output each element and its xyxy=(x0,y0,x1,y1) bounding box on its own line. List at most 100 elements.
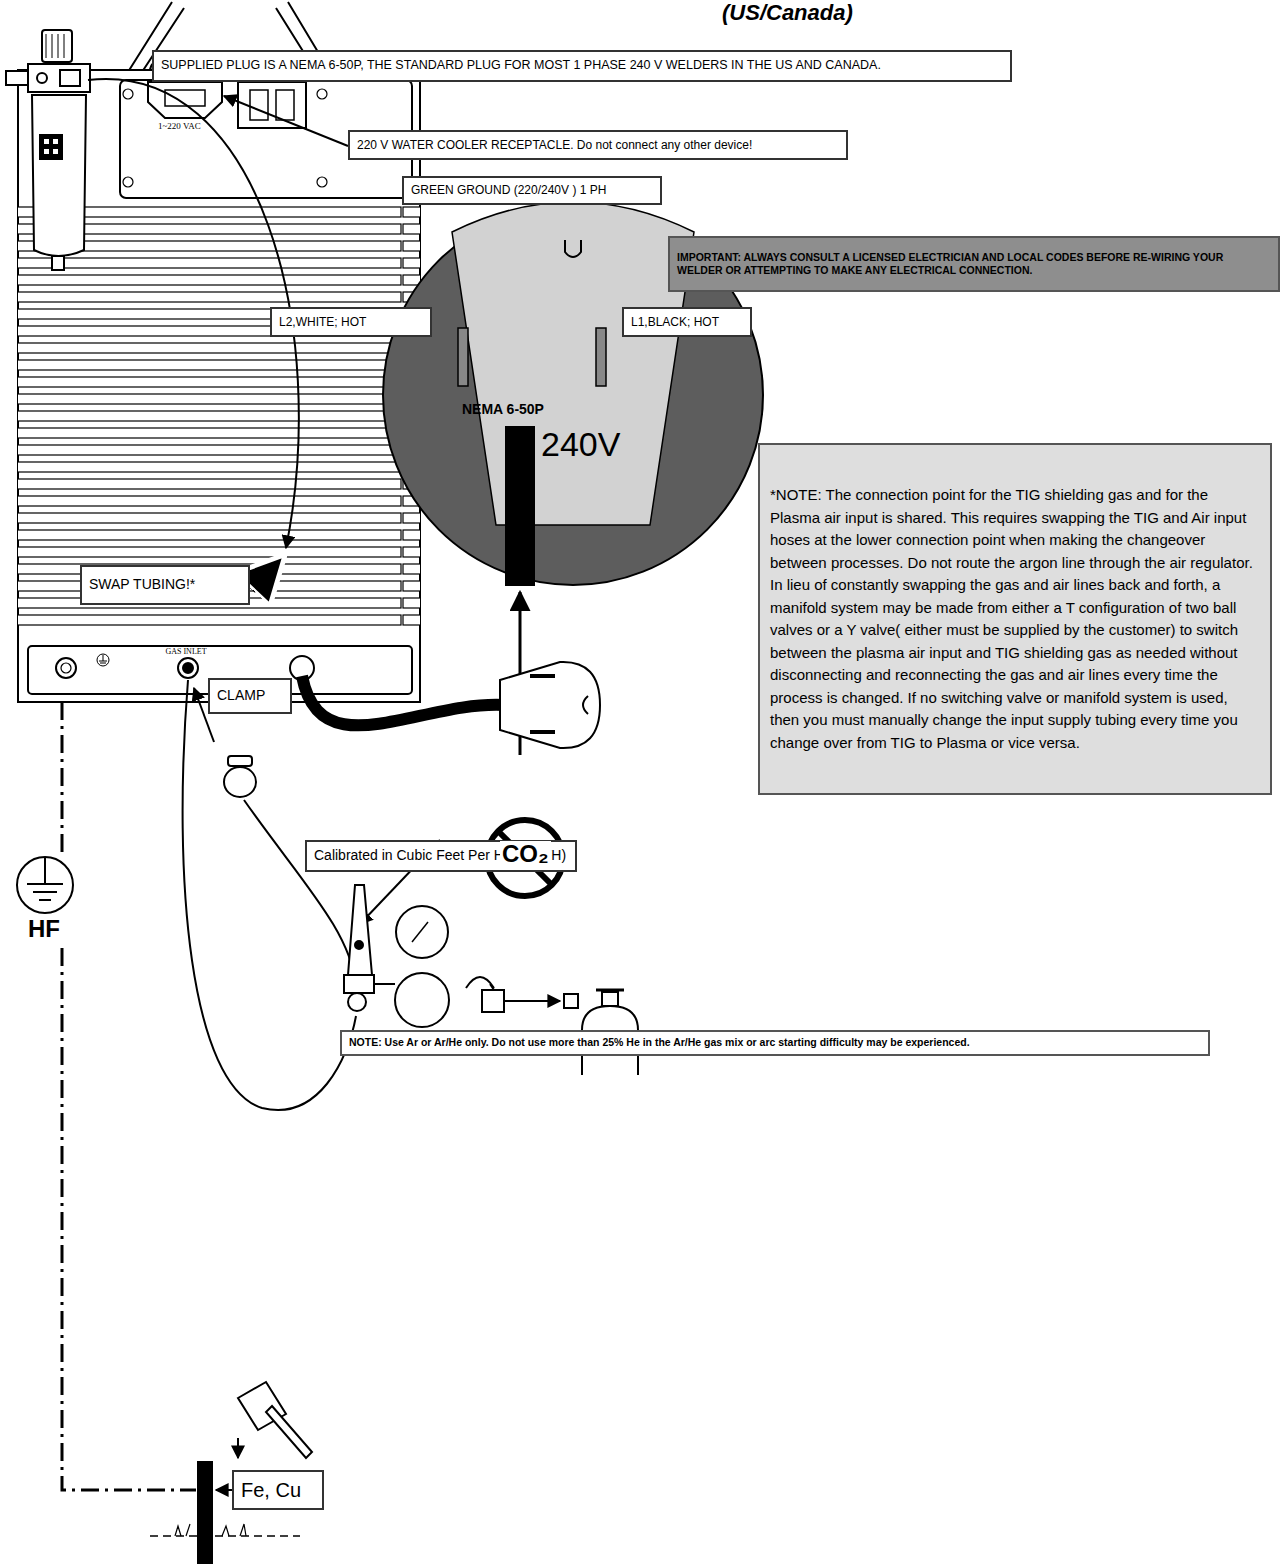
callout-text: GREEN GROUND (220/240V ) 1 PH xyxy=(411,183,653,198)
callout-box: Fe, Cu xyxy=(232,1470,324,1510)
callout-text: CLAMP xyxy=(217,687,283,705)
callout-box: NOTE: Use Ar or Ar/He only. Do not use m… xyxy=(340,1030,1210,1056)
clamp-part xyxy=(228,756,252,766)
hoses-and-leaders-part xyxy=(183,680,356,1110)
flowmeter-regulator-cylinder-part xyxy=(482,990,504,1012)
flowmeter-regulator-cylinder-part xyxy=(395,973,449,1027)
hoses-and-leaders-part xyxy=(252,558,282,590)
clamp xyxy=(224,756,256,797)
plug-face-part xyxy=(458,328,468,386)
ground-rod-hammer-part xyxy=(150,1535,300,1537)
page-title: (US/Canada) xyxy=(722,0,853,26)
welder-housing-part xyxy=(276,90,294,120)
callout-text: SWAP TUBING!* xyxy=(89,576,241,594)
power-cord-part xyxy=(530,676,555,732)
flowmeter-regulator-cylinder-part xyxy=(412,922,428,942)
callout-text: L1,BLACK; HOT xyxy=(631,315,743,330)
flowmeter-regulator-cylinder-part xyxy=(355,941,363,949)
air-regulator-part xyxy=(32,95,86,256)
air-regulator-part xyxy=(44,139,49,144)
welder-housing-part xyxy=(18,70,420,702)
flowmeter-regulator-cylinder-part xyxy=(466,977,494,990)
callout-text: 220 V WATER COOLER RECEPTACLE. Do not co… xyxy=(357,138,839,153)
callout-text: IMPORTANT: ALWAYS CONSULT A LICENSED ELE… xyxy=(677,251,1271,277)
ground-rod-hammer-part xyxy=(198,1462,212,1564)
plug-face-part xyxy=(505,426,535,586)
welder-housing-part xyxy=(123,89,133,99)
welder-housing-part xyxy=(61,663,71,673)
air-regulator-part xyxy=(53,149,58,154)
plug-face-part xyxy=(596,328,606,386)
air-regulator-part xyxy=(6,71,28,85)
callout-box: 220 V WATER COOLER RECEPTACLE. Do not co… xyxy=(348,130,848,160)
callout-text: SUPPLIED PLUG IS A NEMA 6-50P, THE STAND… xyxy=(161,58,1003,74)
power-cord-part xyxy=(583,696,588,714)
callout-text: NOTE: Use Ar or Ar/He only. Do not use m… xyxy=(349,1036,1201,1049)
callout-box: L2,WHITE; HOT xyxy=(270,307,432,337)
power-cord xyxy=(302,662,600,748)
hoses-and-leaders-part xyxy=(224,96,348,146)
flowmeter-regulator-cylinder-part xyxy=(596,989,624,992)
callout-box: SUPPLIED PLUG IS A NEMA 6-50P, THE STAND… xyxy=(152,50,1012,82)
ground-rod-hammer-part xyxy=(266,1406,312,1458)
welder-housing-part xyxy=(183,663,193,673)
callout-box: L1,BLACK; HOT xyxy=(622,307,752,337)
hoses-and-leaders-part xyxy=(244,800,356,985)
welder-housing-part xyxy=(123,177,133,187)
air-regulator-part xyxy=(44,149,49,154)
callout-box: CLAMP xyxy=(208,678,292,714)
welder-housing-part xyxy=(99,655,107,663)
callout-box: *NOTE: The connection point for the TIG … xyxy=(758,443,1272,795)
part-label: 1~220 VAC xyxy=(158,122,201,132)
air-regulator-part xyxy=(46,34,64,58)
air-regulator-part xyxy=(60,70,80,86)
plug-face-part xyxy=(452,202,694,525)
part-label: NEMA 6-50P xyxy=(462,402,544,417)
flowmeter-regulator-cylinder-part xyxy=(344,975,374,993)
flowmeter-regulator-cylinder-part xyxy=(374,983,395,985)
hoses-and-leaders-part xyxy=(88,79,299,548)
callout-box: IMPORTANT: ALWAYS CONSULT A LICENSED ELE… xyxy=(668,236,1280,292)
hf-ground xyxy=(17,702,196,1490)
hf-ground-part xyxy=(27,858,63,900)
welder-housing-part xyxy=(18,205,420,630)
flowmeter-regulator-cylinder-part xyxy=(348,885,372,975)
welder-housing-part xyxy=(178,658,198,678)
hf-ground-part xyxy=(62,702,196,1490)
clamp-part xyxy=(224,767,256,797)
welder-housing-part xyxy=(317,177,327,187)
callout-text: Fe, Cu xyxy=(241,1478,315,1503)
power-cord-part xyxy=(500,662,600,748)
welder-housing xyxy=(18,2,420,702)
ground-rod-hammer-part xyxy=(237,1438,239,1458)
air-regulator-part xyxy=(37,73,47,83)
flowmeter-regulator-cylinder-part xyxy=(396,906,448,958)
welder-housing-part xyxy=(97,654,109,666)
air-regulator-part xyxy=(53,139,58,144)
power-cord-part xyxy=(302,676,505,725)
welder-housing-part xyxy=(148,82,222,118)
part-label: CO₂ xyxy=(500,841,551,867)
flowmeter-regulator-cylinder-part xyxy=(564,994,578,1008)
plug-face-part xyxy=(565,240,581,257)
part-label: GAS INLET xyxy=(160,648,212,657)
callout-box: GREEN GROUND (220/240V ) 1 PH xyxy=(402,176,662,205)
air-regulator-part xyxy=(52,256,64,270)
flowmeter-regulator-cylinder-part xyxy=(504,1000,560,1002)
welder-housing-part xyxy=(317,89,327,99)
callout-box: SWAP TUBING!* xyxy=(80,565,250,605)
air-regulator xyxy=(6,30,90,270)
part-label: 240V xyxy=(541,426,620,463)
ground-rod-hammer-part xyxy=(175,1524,246,1536)
part-label: HF xyxy=(26,916,62,942)
air-regulator-part xyxy=(40,135,62,159)
welder-housing-part xyxy=(250,90,268,120)
callout-text: L2,WHITE; HOT xyxy=(279,315,423,330)
hoses-and-leaders-part xyxy=(216,1489,232,1491)
flowmeter-regulator-cylinder-part xyxy=(602,992,618,1006)
flowmeter-regulator-cylinder-part xyxy=(348,993,366,1011)
hf-ground-part xyxy=(17,857,73,913)
air-regulator-part xyxy=(28,64,90,92)
air-regulator-part xyxy=(42,30,72,62)
